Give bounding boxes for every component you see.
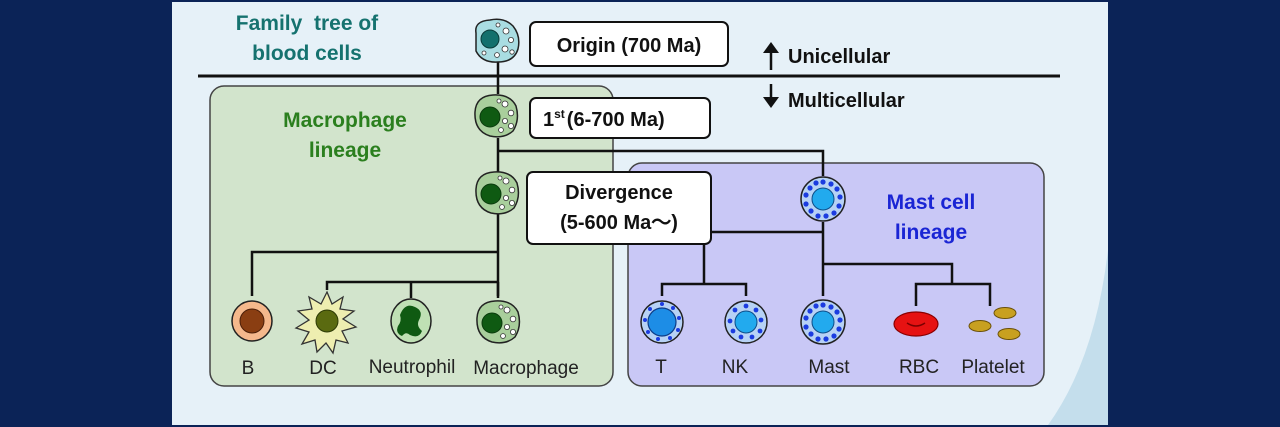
red-blood-cell-icon [893, 311, 939, 337]
mast-cell-label: Mast [808, 357, 850, 378]
neutrophil-icon [390, 298, 432, 344]
mast-cell-icon [800, 299, 846, 345]
nk-cell-icon [724, 300, 768, 344]
mast-lineage-title-line1: Mast cell [887, 191, 976, 214]
page-curl-decoration [1048, 250, 1108, 425]
nk-cell-label: NK [722, 357, 749, 378]
origin-label: Origin (700 Ma) [557, 35, 701, 57]
mast-lineage-root-cell-icon [800, 176, 846, 222]
rbc-label: RBC [899, 357, 939, 378]
platelets-icon [968, 307, 1021, 340]
macrophage-cell-icon [476, 300, 521, 344]
diagram-title-line1: Family tree of [236, 12, 379, 35]
b-cell-icon [231, 300, 273, 342]
origin-cell-icon [475, 18, 520, 63]
divergence-label-box [526, 171, 712, 245]
first-label-sup: st [554, 107, 565, 121]
t-cell-label: T [655, 357, 667, 378]
t-cell-icon [640, 300, 684, 344]
unicellular-label: Unicellular [788, 46, 890, 68]
divergence-label-line1: Divergence [565, 182, 673, 204]
dendritic-cell-icon [294, 290, 358, 355]
diagram-title-line2: blood cells [252, 42, 362, 65]
first-label-base: 1 [543, 109, 554, 131]
mast-lineage-title-line2: lineage [895, 221, 967, 244]
first-label-box [529, 97, 711, 139]
first-multicellular-cell-icon [474, 94, 519, 138]
macrophage-cell-label: Macrophage [473, 358, 579, 379]
divergence-cell-icon [475, 171, 520, 215]
tree-connectors [250, 62, 992, 306]
up-arrow-icon [763, 42, 779, 70]
b-cell-label: B [242, 358, 255, 379]
down-arrow-icon [763, 84, 779, 108]
dc-label: DC [309, 358, 336, 379]
origin-label-box [529, 21, 729, 67]
macrophage-lineage-title-line2: lineage [309, 139, 381, 162]
multicellular-label: Multicellular [788, 90, 905, 112]
divergence-label-line2: (5-600 Ma～) [560, 212, 678, 234]
first-label: 1st(6-700 Ma) [543, 107, 665, 131]
macrophage-lineage-title-line1: Macrophage [283, 109, 407, 132]
first-label-rest: (6-700 Ma) [567, 109, 665, 131]
platelet-label: Platelet [961, 357, 1025, 378]
neutrophil-label: Neutrophil [369, 357, 456, 378]
